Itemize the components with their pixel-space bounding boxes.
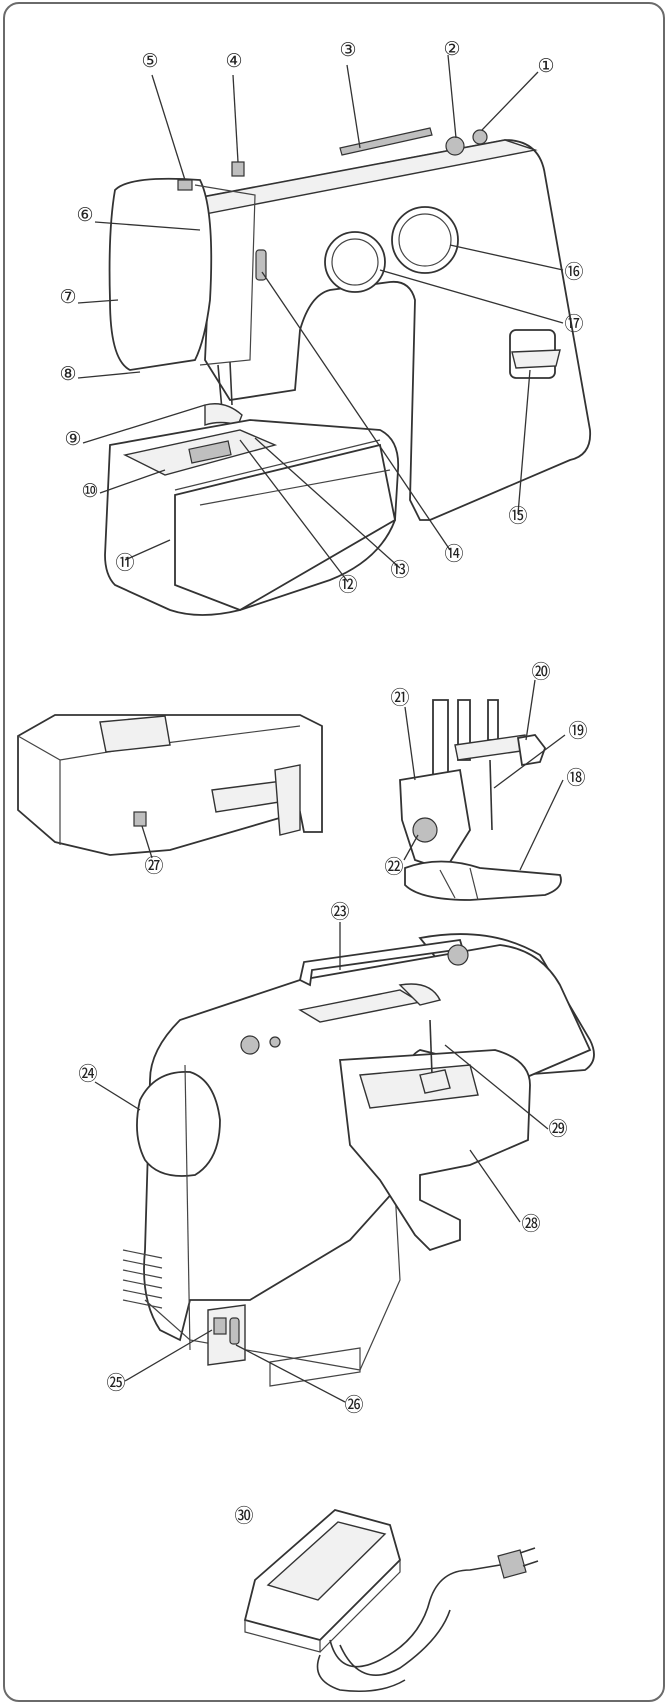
vent-slots [122,1249,163,1309]
callout-9: ⑨ [64,428,81,450]
callout-18: ⑱ [566,767,585,789]
callout-25: ㉕ [106,1372,125,1394]
presser-foot-view [399,699,562,901]
callout-11: ⑪ [115,552,134,574]
callout-22: ㉒ [384,856,403,878]
callout-2: ② [443,38,460,60]
callout-5: ⑤ [141,50,158,72]
callout-21: ㉑ [390,687,409,709]
callout-30: ㉚ [234,1505,253,1527]
callout-labels: ① ② ③ ④ ⑤ ⑥ ⑦ ⑧ ⑨ ⑩ ⑪ ⑫ ⑬ ⑭ ⑮ ⑯ ⑰ ⑱ ⑲ ⑳ … [59,38,587,1527]
leader-lines-front [77,54,564,583]
callout-10: ⑩ [81,480,98,502]
callout-23: ㉓ [330,901,349,923]
callout-15: ⑮ [508,505,527,527]
callout-20: ⑳ [531,661,550,683]
callout-13: ⑬ [390,559,409,581]
foot-control-view [243,1509,539,1693]
callout-24: ㉔ [78,1063,97,1085]
callout-4: ④ [225,50,242,72]
callout-7: ⑦ [59,286,76,308]
callout-8: ⑧ [59,363,76,385]
callout-1: ① [537,55,554,77]
callout-12: ⑫ [338,574,357,596]
extension-table-view [17,714,323,856]
callout-3: ③ [339,39,356,61]
callout-17: ⑰ [564,313,583,335]
callout-28: ㉘ [521,1213,540,1235]
callout-6: ⑥ [76,204,93,226]
callout-16: ⑯ [564,261,583,283]
callout-14: ⑭ [444,543,463,565]
callout-26: ㉖ [344,1394,363,1416]
machine-front-view [104,127,592,616]
callout-27: ㉗ [144,855,163,877]
callout-19: ⑲ [568,720,587,742]
callout-29: ㉙ [548,1118,567,1140]
machine-rear-view [122,933,595,1387]
